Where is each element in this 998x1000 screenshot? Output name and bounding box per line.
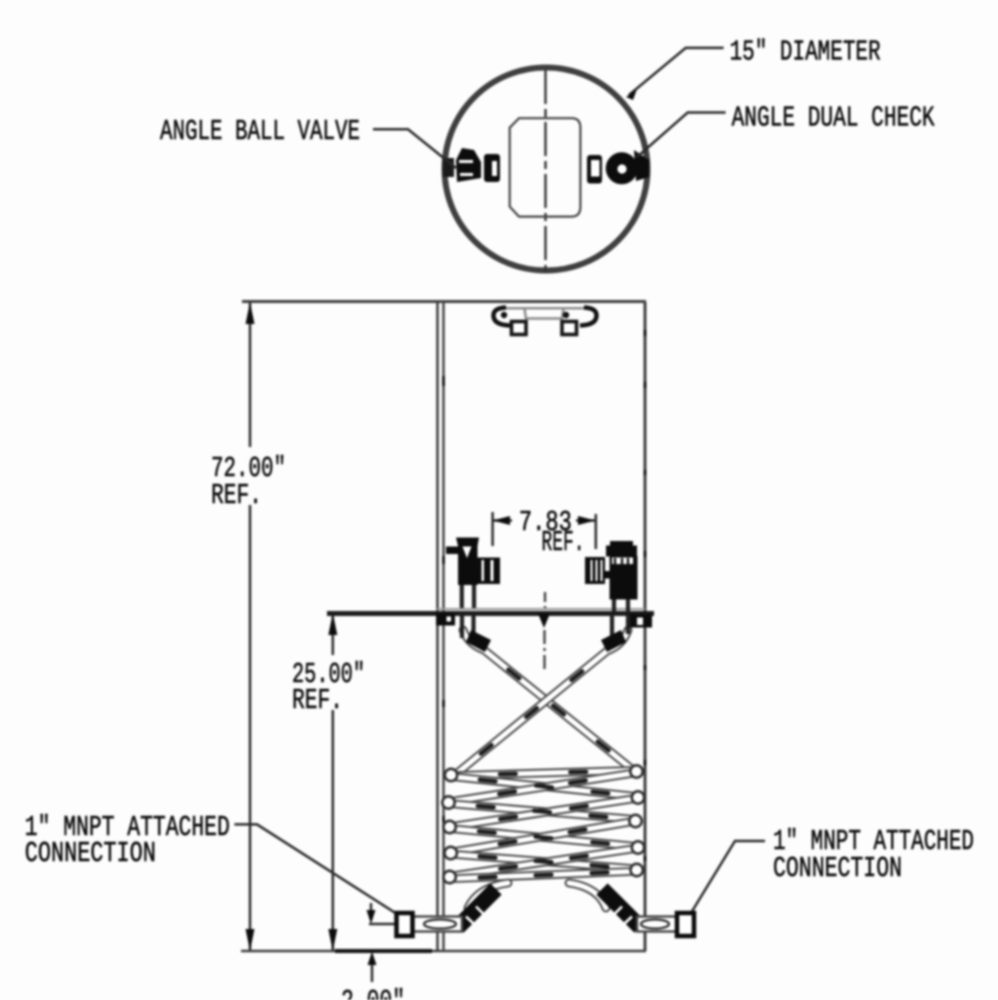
svg-text:REF.: REF.: [542, 526, 585, 559]
svg-text:1" MNPT ATTACHED: 1" MNPT ATTACHED: [25, 811, 230, 844]
svg-text:7.83: 7.83: [519, 506, 572, 539]
svg-text:REF.: REF.: [211, 479, 262, 512]
svg-text:ANGLE DUAL CHECK: ANGLE DUAL CHECK: [732, 102, 935, 135]
svg-text:72.00": 72.00": [211, 452, 286, 485]
svg-text:25.00": 25.00": [292, 658, 365, 691]
svg-text:CONNECTION: CONNECTION: [773, 852, 902, 885]
svg-text:2.00": 2.00": [341, 985, 405, 1000]
svg-text:15" DIAMETER: 15" DIAMETER: [730, 36, 881, 69]
svg-text:1" MNPT ATTACHED: 1" MNPT ATTACHED: [773, 825, 974, 858]
svg-text:CONNECTION: CONNECTION: [25, 837, 156, 870]
svg-text:ANGLE BALL VALVE: ANGLE BALL VALVE: [160, 115, 360, 148]
svg-text:REF.: REF.: [292, 684, 343, 717]
